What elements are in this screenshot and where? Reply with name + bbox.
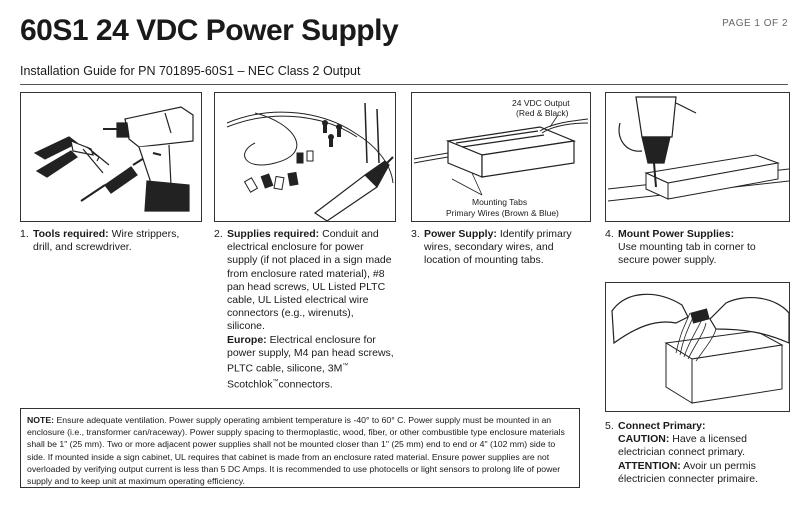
power-supply-box-icon xyxy=(445,126,577,178)
page-indicator: PAGE 1 OF 2 xyxy=(722,18,788,29)
step-5: 5. Connect Primary: CAUTION: Have a lice… xyxy=(605,420,788,486)
mounted-supply-icon xyxy=(607,154,789,202)
step-2-tm-1: ™ xyxy=(342,363,349,370)
callout-lines xyxy=(451,114,559,196)
step-3: 3. Power Supply: Identify primary wires,… xyxy=(411,228,589,268)
step-1-text: Wire strippers, drill, and screwdriver. xyxy=(33,228,180,254)
connect-primary-drawing xyxy=(611,293,789,404)
step-1: 1. Tools required: Wire strippers, drill… xyxy=(20,228,200,254)
step-3-text: Identify primary wires, secondary wires,… xyxy=(424,228,572,267)
step-1-number: 1. xyxy=(20,228,29,240)
mount-illustration xyxy=(605,92,790,222)
step-2-heading: Supplies required: xyxy=(227,228,320,240)
step-1-heading: Tools required: xyxy=(33,228,109,240)
header-divider xyxy=(20,84,788,86)
supplies-drawing xyxy=(226,102,394,221)
output-label-1: 24 VDC Output xyxy=(512,98,570,108)
silicone-tube-icon xyxy=(313,156,394,221)
step-5-attention-heading: ATTENTION: xyxy=(618,459,681,472)
step-5-number: 5. xyxy=(605,420,614,432)
power-supply-illustration: 24 VDC Output (Red & Black) Mounting Tab… xyxy=(411,92,591,222)
mounting-tabs-label: Mounting Tabs xyxy=(472,197,527,207)
tools-drawing xyxy=(33,106,194,212)
step-2-europe-text-1: Electrical enclosure for power supply, M… xyxy=(227,333,394,375)
step-5-attention-text: Avoir un permis électricien connecter pr… xyxy=(618,459,759,485)
step-4: 4. Mount Power Supplies:Use mounting tab… xyxy=(605,228,788,268)
step-3-heading: Power Supply: xyxy=(424,228,497,240)
drill-icon xyxy=(618,96,697,188)
screws-icon xyxy=(322,120,342,147)
step-4-heading: Mount Power Supplies: xyxy=(618,228,735,240)
page-title: 60S1 24 VDC Power Supply xyxy=(20,14,399,47)
output-label-2: (Red & Black) xyxy=(516,108,569,118)
screwdriver-icon xyxy=(80,154,150,202)
step-5-caution-text: Have a licensed electrician connect prim… xyxy=(618,433,747,459)
supplies-illustration xyxy=(214,92,396,222)
primary-wires-label: Primary Wires (Brown & Blue) xyxy=(446,208,559,218)
power-supply-drawing: 24 VDC Output (Red & Black) Mounting Tab… xyxy=(413,98,589,218)
note-text: Ensure adequate ventilation. Power suppl… xyxy=(27,415,565,487)
hands-icon xyxy=(611,293,789,345)
mount-drawing xyxy=(607,96,789,202)
step-2-number: 2. xyxy=(214,228,223,240)
step-2-text: Conduit and electrical enclosure for pow… xyxy=(227,228,392,333)
ventilation-note: NOTE: Ensure adequate ventilation. Power… xyxy=(20,408,580,488)
step-2-tm-2: ™ xyxy=(272,378,279,385)
tools-illustration xyxy=(20,92,202,222)
connect-primary-illustration xyxy=(605,282,790,412)
page-subtitle: Installation Guide for PN 701895-60S1 – … xyxy=(20,64,361,78)
step-2: 2. Supplies required: Conduit and electr… xyxy=(214,228,394,391)
step-3-number: 3. xyxy=(411,228,420,240)
step-4-number: 4. xyxy=(605,228,614,240)
wire-strippers-icon xyxy=(33,136,110,178)
junction-box-icon xyxy=(664,330,784,404)
step-5-caution-heading: CAUTION: xyxy=(618,433,670,446)
step-2-europe-heading: Europe: xyxy=(227,333,267,346)
step-4-text: Use mounting tab in corner to secure pow… xyxy=(618,241,756,267)
cable-ties-icon xyxy=(364,102,380,164)
wires-icon xyxy=(413,118,589,164)
step-2-europe-text-3: connectors. xyxy=(278,378,333,391)
wire-connectors-icon xyxy=(243,150,314,193)
note-heading: NOTE: xyxy=(27,415,55,425)
drill-icon xyxy=(103,106,194,212)
step-2-europe-text-2: Scotchlok xyxy=(227,378,273,391)
step-5-heading: Connect Primary: xyxy=(618,420,706,432)
